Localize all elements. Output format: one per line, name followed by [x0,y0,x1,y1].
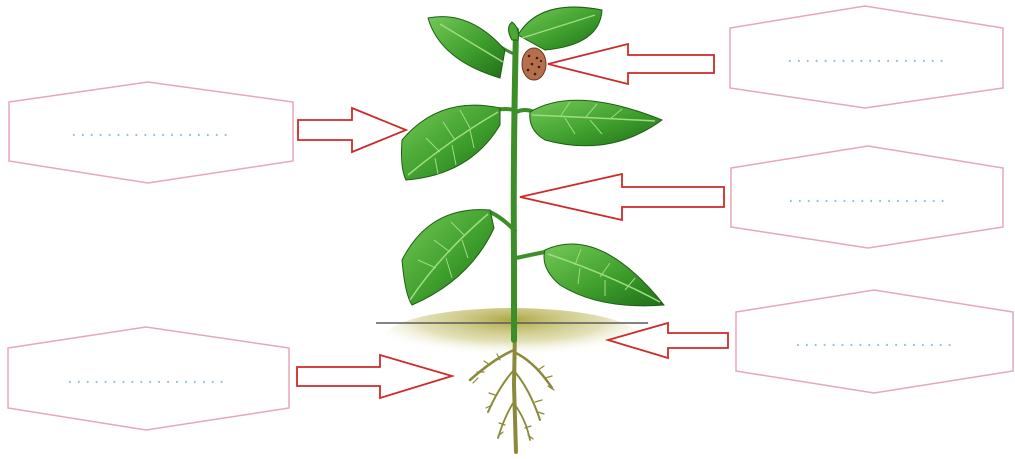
label-box-leaf[interactable]: .................. [9,82,293,183]
label-placeholder-flower: .................. [786,50,947,66]
arrow-right-icon [298,108,406,152]
label-placeholder-leaf: .................. [70,124,231,140]
label-box-stem[interactable]: .................. [731,146,1003,248]
label-placeholder-soil: .................. [794,334,955,350]
arrow-right-icon [297,355,452,398]
arrow-left-icon [548,44,714,84]
flower-bud [522,48,546,80]
label-box-root[interactable]: .................. [8,327,289,430]
arrow-left-icon [520,174,724,220]
label-box-flower[interactable]: .................. [730,6,1003,108]
label-placeholder-stem: .................. [787,190,948,206]
label-placeholder-root: .................. [66,371,227,387]
stem [514,30,516,340]
label-box-soil[interactable]: .................. [736,290,1013,393]
